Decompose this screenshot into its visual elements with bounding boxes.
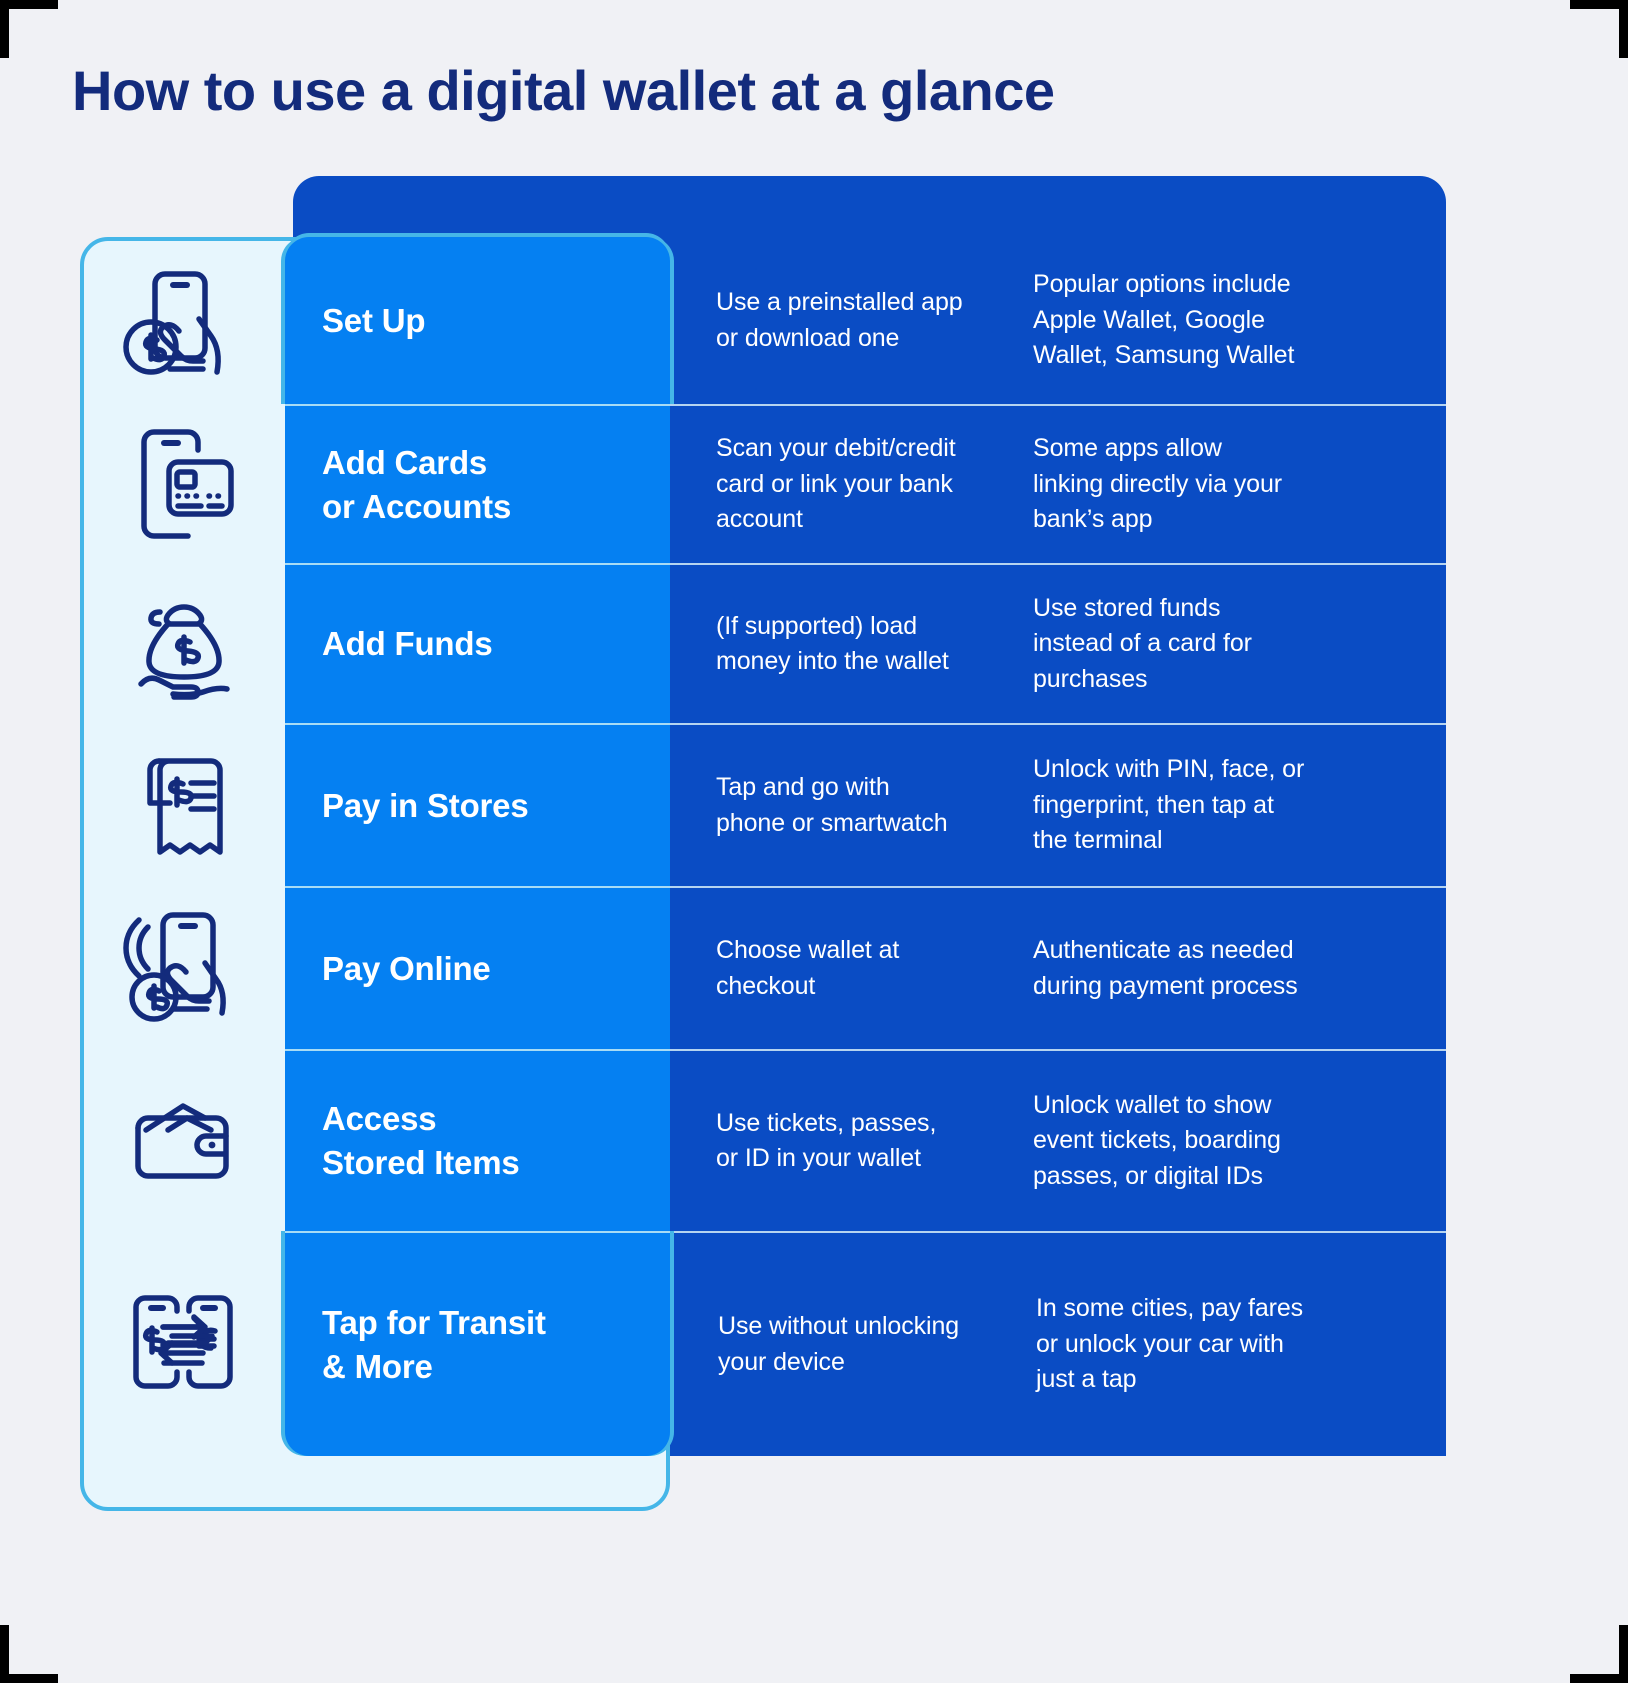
crop-mark-bottom-right-h — [1570, 1674, 1628, 1683]
step-label: Set Up — [322, 301, 426, 339]
table-row: Tap for Transit & More Use without unloc… — [80, 1231, 1446, 1456]
step-detail-cell: Use a preinstalled app or download one P… — [670, 237, 1446, 404]
crop-mark-top-left-h — [0, 0, 58, 9]
step-label-cell: Set Up — [285, 237, 670, 404]
step-detail-cell: Use tickets, passes, or ID in your walle… — [670, 1049, 1446, 1231]
step-detail-1: Use tickets, passes, or ID in your walle… — [716, 1108, 937, 1173]
step-label-cell: Add Cards or Accounts — [285, 404, 670, 563]
step-label: Pay Online — [322, 949, 491, 987]
step-detail-2: Authenticate as needed during payment pr… — [1033, 936, 1298, 1000]
crop-mark-bottom-left — [0, 1625, 9, 1683]
currency-exchange-phones-icon — [132, 1294, 233, 1389]
step-detail-cell: Tap and go with phone or smartwatch Unlo… — [670, 723, 1446, 886]
contactless-phone-in-hand-icon — [122, 911, 226, 1022]
table-row: Add Cards or Accounts Scan your debit/cr… — [80, 404, 1446, 563]
step-icon-cell — [80, 1049, 285, 1231]
wallet-icon — [134, 1103, 229, 1179]
step-label-cell: Add Funds — [285, 563, 670, 723]
table-row: Pay Online Choose wallet at checkout Aut… — [80, 886, 1446, 1049]
step-label: Pay in Stores — [322, 786, 529, 824]
table-row: Access Stored Items Use tickets, passes,… — [80, 1049, 1446, 1231]
step-detail-cell: Use without unlocking your device In som… — [670, 1231, 1446, 1456]
step-detail-1: (If supported) load money into the walle… — [716, 611, 949, 676]
phone-credit-card-icon — [140, 428, 234, 539]
step-icon-cell — [80, 563, 285, 723]
phone-in-hand-dollar-icon — [122, 270, 221, 375]
step-detail-2: Unlock with PIN, face, or fingerprint, t… — [1033, 755, 1305, 855]
step-icon-cell — [80, 723, 285, 886]
crop-mark-top-left — [0, 0, 9, 58]
step-label: Tap for Transit & More — [322, 1303, 546, 1385]
step-icon-cell — [80, 404, 285, 563]
step-icon-cell — [80, 886, 285, 1049]
table-row: Pay in Stores Tap and go with phone or s… — [80, 723, 1446, 886]
step-label: Add Funds — [322, 625, 493, 663]
steps-table: Set Up Use a preinstalled app or downloa… — [80, 237, 1446, 1456]
crop-mark-top-right — [1619, 0, 1628, 58]
step-icon-cell — [80, 1231, 285, 1456]
step-label-cell: Tap for Transit & More — [285, 1231, 670, 1456]
step-detail-1: Use a preinstalled app or download one — [716, 288, 963, 352]
step-label-cell: Access Stored Items — [285, 1049, 670, 1231]
crop-mark-bottom-left-h — [0, 1674, 58, 1683]
crop-mark-top-right-h — [1570, 0, 1628, 9]
step-detail-2: Popular options include Apple Wallet, Go… — [1033, 270, 1295, 370]
money-bag-in-hand-icon — [137, 604, 230, 700]
step-detail-2: Unlock wallet to show event tickets, boa… — [1033, 1090, 1281, 1190]
step-detail-cell: (If supported) load money into the walle… — [670, 563, 1446, 723]
step-detail-1: Use without unlocking your device — [718, 1312, 960, 1376]
step-label-cell: Pay in Stores — [285, 723, 670, 886]
crop-mark-bottom-right — [1619, 1625, 1628, 1683]
step-detail-cell: Scan your debit/credit card or link your… — [670, 404, 1446, 563]
table-row: Add Funds (If supported) load money into… — [80, 563, 1446, 723]
step-detail-2: In some cities, pay fares or unlock your… — [1036, 1294, 1304, 1394]
receipt-dollar-icon — [146, 757, 223, 855]
step-detail-2: Some apps allow linking directly via you… — [1033, 434, 1282, 534]
step-icon-cell — [80, 237, 285, 404]
step-detail-2: Use stored funds instead of a card for p… — [1033, 593, 1252, 693]
step-label-cell: Pay Online — [285, 886, 670, 1049]
step-label: Access Stored Items — [322, 1100, 520, 1181]
table-row: Set Up Use a preinstalled app or downloa… — [80, 237, 1446, 404]
step-detail-cell: Choose wallet at checkout Authenticate a… — [670, 886, 1446, 1049]
step-detail-1: Choose wallet at checkout — [716, 936, 900, 1000]
step-detail-1: Scan your debit/credit card or link your… — [716, 434, 956, 534]
step-label: Add Cards or Accounts — [322, 443, 512, 525]
page-title: How to use a digital wallet at a glance — [72, 59, 1055, 122]
step-detail-1: Tap and go with phone or smartwatch — [716, 773, 948, 837]
